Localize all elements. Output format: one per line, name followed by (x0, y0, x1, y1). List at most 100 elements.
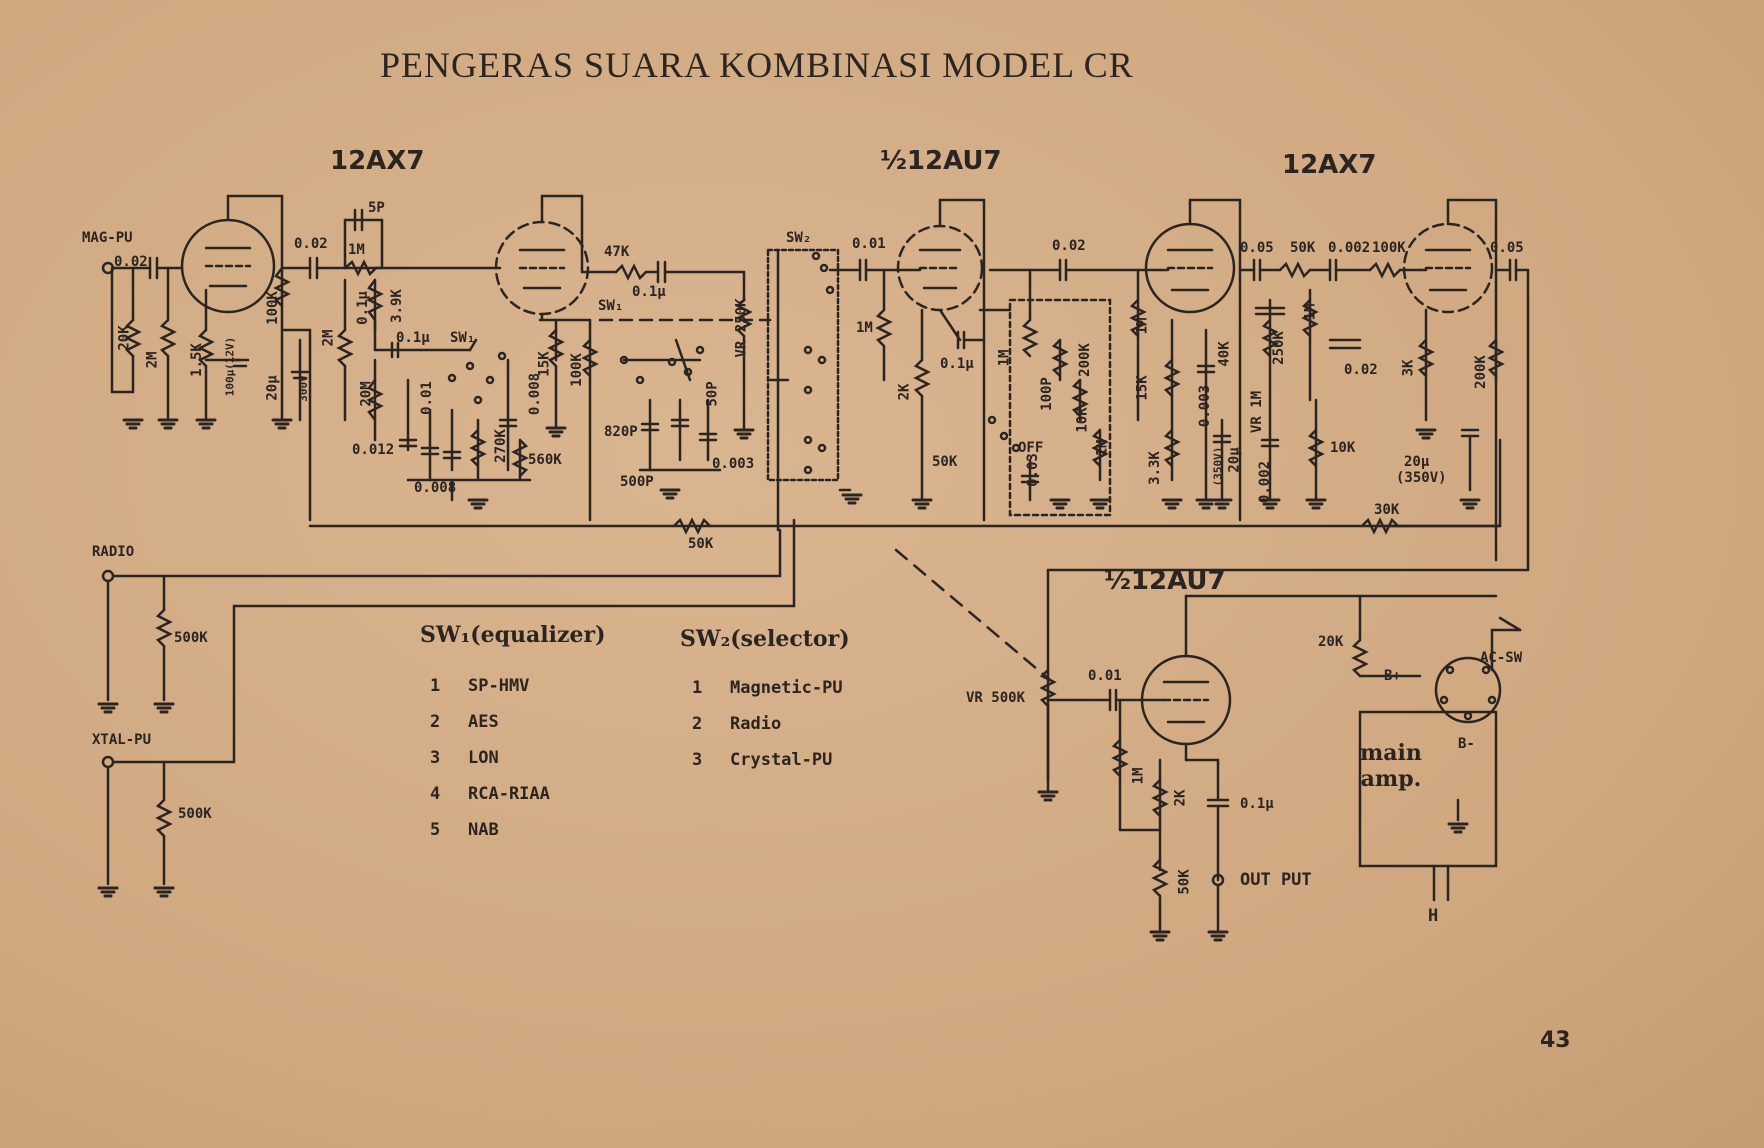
comp-c-002b: 0.02 (294, 236, 328, 252)
label-b-plus: B+ (1384, 668, 1401, 684)
comp-c-001b: 0.01 (852, 236, 886, 252)
comp-r-20k: 20K (116, 325, 133, 351)
comp-r-47k: 47K (604, 244, 630, 260)
comp-c-001c: 0.01 (1088, 668, 1122, 684)
tube-label-v3: 12AX7 (1282, 150, 1377, 180)
tube-v2 (896, 198, 986, 522)
comp-c-001: 0.01 (418, 381, 435, 415)
comp-r-100k-a: 100K (264, 291, 281, 325)
comp-r-10k-b: 10K (1330, 440, 1356, 456)
comp-r-100k-b: 100K (568, 353, 585, 387)
comp-c-50p: 50P (704, 381, 721, 407)
comp-c-0008b: 0.008 (527, 372, 544, 416)
comp-c-20u-c: 20μ (1404, 454, 1430, 470)
comp-r-1m-d: 1M (1094, 439, 1111, 457)
comp-c-350v-b: (350V) (1396, 470, 1447, 486)
label-xtal-pu: XTAL-PU (92, 732, 152, 748)
comp-c-100u: 100μ(12V) (223, 336, 237, 397)
label-ac-sw: AC-SW (1480, 650, 1523, 666)
comp-r-39k: 3.9K (388, 289, 405, 323)
comp-c-01u-b: 0.1μ (396, 330, 430, 346)
comp-r-2m-a: 2M (144, 351, 161, 369)
comp-r-vr1m: VR 1M (1249, 390, 1266, 434)
tube-label-v1: 12AX7 (330, 146, 425, 176)
comp-r-1m-g: 1M (1130, 767, 1147, 785)
tube-label-v4: ½12AU7 (1104, 566, 1226, 596)
comp-c-01u-e: 0.1μ (1240, 796, 1274, 812)
comp-r-1m-f: 1M (1302, 303, 1319, 321)
comp-r-2k: 2K (896, 383, 913, 401)
label-output: OUT PUT (1240, 870, 1312, 890)
comp-r-500k-b: 500K (178, 806, 212, 822)
comp-c-20u-a: 20μ (264, 375, 281, 401)
main-amp-label: main amp. (1360, 740, 1422, 792)
label-b-minus: B- (1458, 736, 1475, 752)
comp-c-820p: 820P (604, 424, 638, 440)
comp-r-50k-a: 50K (688, 536, 714, 552)
comp-r-1m-e: 1M (1134, 317, 1151, 335)
comp-c-005b: 0.05 (1240, 240, 1274, 256)
comp-r-vr500k: VR 500K (966, 690, 1026, 706)
comp-r-50k-c: 50K (1290, 240, 1316, 256)
amp-label: amp. (1360, 766, 1422, 792)
comp-r-250k: 250K (1270, 331, 1287, 365)
main-label: main (1360, 740, 1422, 766)
comp-r-2m-b: 2M (320, 329, 337, 347)
comp-r-15k-c: 15K (1134, 375, 1151, 401)
comp-r-1m-c: 1M (996, 349, 1013, 367)
comp-c-300v: 300V (296, 375, 310, 402)
comp-r-500k-a: 500K (174, 630, 208, 646)
comp-c-0003b: 0.003 (1197, 384, 1214, 428)
tube-v4 (1140, 594, 1232, 762)
comp-c-0002b: 0.002 (1257, 460, 1274, 504)
comp-c-5p: 5P (368, 200, 385, 216)
comp-c-01u-a: 0.1μ (354, 291, 371, 325)
comp-r-10k-a: 10K (1074, 407, 1091, 433)
label-sw1-b: SW₁ (598, 298, 624, 314)
tube-v3a (1144, 198, 1242, 522)
comp-c-01u-c: 0.1μ (632, 284, 666, 300)
comp-c-500p: 500P (620, 474, 654, 490)
label-off: OFF (1018, 440, 1044, 456)
comp-c-20u-b: 20μ (1226, 447, 1243, 473)
comp-r-20m: 20M (358, 381, 375, 407)
comp-c-0002: 0.002 (1328, 240, 1371, 256)
comp-r-15k-a: 1.5K (188, 343, 205, 377)
comp-r-20k-b: 20K (1318, 634, 1344, 650)
comp-r-15k-b: 15K (536, 351, 553, 377)
comp-r-200k: 200K (1076, 343, 1093, 377)
comp-r-33k: 3.3K (1146, 451, 1163, 485)
comp-r-40k: 40K (1216, 341, 1233, 367)
sw1-legend-title: SW₁(equalizer) (420, 622, 606, 648)
label-h: H (1428, 906, 1439, 926)
comp-c-002d: 0.02 (1344, 362, 1378, 378)
comp-r-30k: 30K (1374, 502, 1400, 518)
tube-v1b (494, 194, 590, 322)
comp-r-2k-b: 2K (1172, 789, 1189, 807)
comp-r-1m-a: 1M (348, 242, 365, 258)
page-number: 43 (1540, 1028, 1571, 1053)
comp-c-0008a: 0.008 (414, 480, 457, 496)
label-mag-pu: MAG-PU (82, 230, 133, 246)
comp-r-3k: 3K (1400, 359, 1417, 377)
comp-r-50k-d: 50K (1176, 869, 1193, 895)
comp-c-002a: 0.02 (114, 254, 148, 270)
comp-r-100k-c: 100K (1372, 240, 1406, 256)
label-radio: RADIO (92, 544, 135, 560)
comp-c-100p: 100P (1038, 377, 1055, 411)
label-sw1-a: SW₁ (450, 330, 476, 346)
comp-c-002c: 0.02 (1052, 238, 1086, 254)
tube-v1a (180, 194, 284, 362)
page-title: PENGERAS SUARA KOMBINASI MODEL CR (380, 45, 1134, 85)
comp-c-0003: 0.003 (712, 456, 755, 472)
